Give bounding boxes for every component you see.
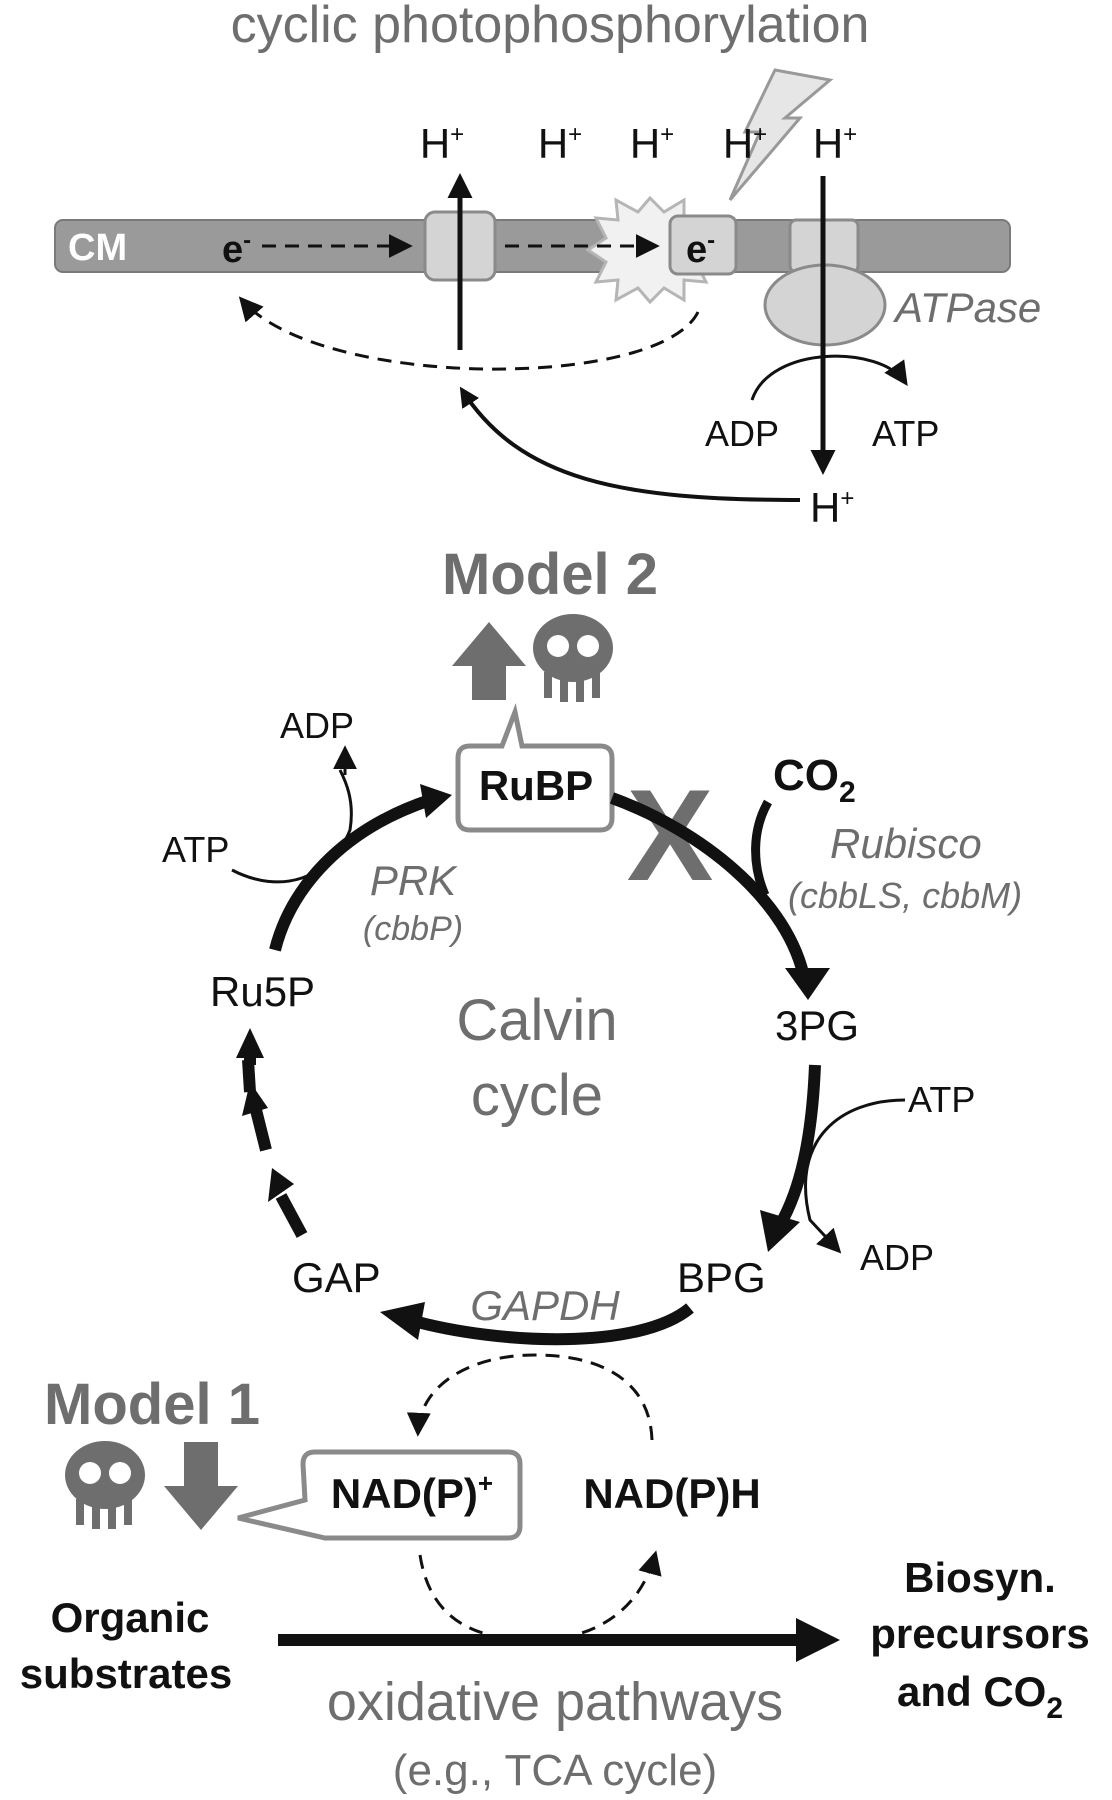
model1-label: Model 1 bbox=[44, 1372, 260, 1437]
rubisco-label: Rubisco bbox=[830, 820, 982, 867]
membrane-label: CM bbox=[68, 227, 127, 269]
regeneration-arrow-1 bbox=[275, 1193, 308, 1238]
atpase-label: ATPase bbox=[892, 284, 1041, 331]
blocked-x-mark: X bbox=[627, 762, 714, 908]
up-arrow-icon bbox=[452, 622, 526, 700]
electron-right: e- bbox=[686, 227, 715, 271]
nadph-to-nadp-arrow bbox=[406, 1353, 654, 1441]
proton-5: H+ bbox=[813, 120, 857, 167]
adp-label-left: ADP bbox=[280, 705, 354, 746]
electron-left: e- bbox=[222, 227, 251, 271]
oxidative-pathways-label: oxidative pathways bbox=[327, 1672, 783, 1732]
proton-bottom: H+ bbox=[810, 484, 854, 531]
organic-substrates-line2: substrates bbox=[20, 1650, 232, 1697]
3pg-to-bpg-arrowhead bbox=[760, 1210, 800, 1252]
atp-to-adp-arrow-right bbox=[804, 1098, 906, 1254]
electron-return-arrow bbox=[238, 296, 700, 371]
lightning-bolt-icon bbox=[728, 68, 834, 201]
calvin-title-line1: Calvin bbox=[456, 988, 617, 1053]
prk-arc-arrowhead bbox=[420, 784, 452, 818]
nadp-plus-callout-box bbox=[237, 1449, 523, 1541]
skull-icon-model1 bbox=[65, 1441, 145, 1529]
co2-input-arrow bbox=[751, 799, 772, 897]
down-arrow-icon bbox=[164, 1442, 238, 1530]
organic-substrates-line1: Organic bbox=[51, 1594, 210, 1641]
atp-label-right: ATP bbox=[908, 1079, 975, 1120]
oxidative-pathway-arrowhead bbox=[796, 1618, 840, 1662]
rubp-callout-box bbox=[455, 703, 615, 833]
adp-label-top: ADP bbox=[705, 413, 779, 454]
proton-3: H+ bbox=[630, 120, 674, 167]
rubp-label: RuBP bbox=[479, 762, 593, 809]
tca-cycle-label: (e.g., TCA cycle) bbox=[393, 1746, 717, 1795]
model2-label: Model 2 bbox=[442, 542, 658, 607]
proton-2: H+ bbox=[538, 120, 582, 167]
rubisco-genes-label: (cbbLS, cbbM) bbox=[788, 875, 1022, 916]
title-cyclic-photophosphorylation: cyclic photophosphorylation bbox=[231, 0, 870, 54]
prk-label: PRK bbox=[370, 857, 458, 904]
prk-gene-label: (cbbP) bbox=[363, 910, 463, 948]
co2-label: CO2 bbox=[773, 751, 856, 809]
reaction-center-box bbox=[668, 214, 738, 276]
proton-1: H+ bbox=[420, 120, 464, 167]
regeneration-arrowhead-3 bbox=[236, 1028, 264, 1058]
adp-to-atp-arrow bbox=[750, 354, 908, 401]
regeneration-arrow-2 bbox=[250, 1108, 272, 1152]
3pg-label: 3PG bbox=[775, 1002, 859, 1049]
regeneration-arrowhead-1 bbox=[268, 1168, 294, 1202]
nadph-label: NAD(P)H bbox=[583, 1470, 760, 1517]
nadp-plus-label: NAD(P)+ bbox=[331, 1468, 493, 1517]
proton-return-arrow bbox=[459, 386, 801, 502]
proton-4: H+ bbox=[723, 120, 767, 167]
nadp-to-nadph-arrow bbox=[418, 1550, 662, 1642]
atp-label-top: ATP bbox=[872, 413, 939, 454]
rubisco-arc-arrowhead bbox=[785, 968, 830, 1000]
3pg-to-bpg-arrow bbox=[774, 1064, 821, 1228]
adp-label-right: ADP bbox=[860, 1237, 934, 1278]
gapdh-label: GAPDH bbox=[470, 1282, 620, 1329]
rubisco-arc-arrow bbox=[609, 792, 811, 984]
biosyn-line2: precursors bbox=[870, 1610, 1089, 1657]
gapdh-arc-arrow bbox=[408, 1303, 694, 1346]
gapdh-arc-arrowhead bbox=[380, 1302, 425, 1340]
atp-to-adp-arrow-left bbox=[231, 769, 353, 884]
ru5p-label: Ru5P bbox=[210, 968, 315, 1015]
atp-label-left: ATP bbox=[162, 829, 229, 870]
gap-label: GAP bbox=[292, 1254, 381, 1301]
biosyn-line3: and CO2 bbox=[897, 1668, 1063, 1725]
prk-arc-arrow bbox=[269, 794, 432, 952]
calvin-title-line2: cycle bbox=[471, 1063, 603, 1128]
skull-icon bbox=[533, 614, 613, 702]
regeneration-arrow-3 bbox=[242, 1059, 256, 1093]
biosyn-line1: Biosyn. bbox=[904, 1554, 1056, 1601]
bpg-label: BPG bbox=[677, 1254, 766, 1301]
